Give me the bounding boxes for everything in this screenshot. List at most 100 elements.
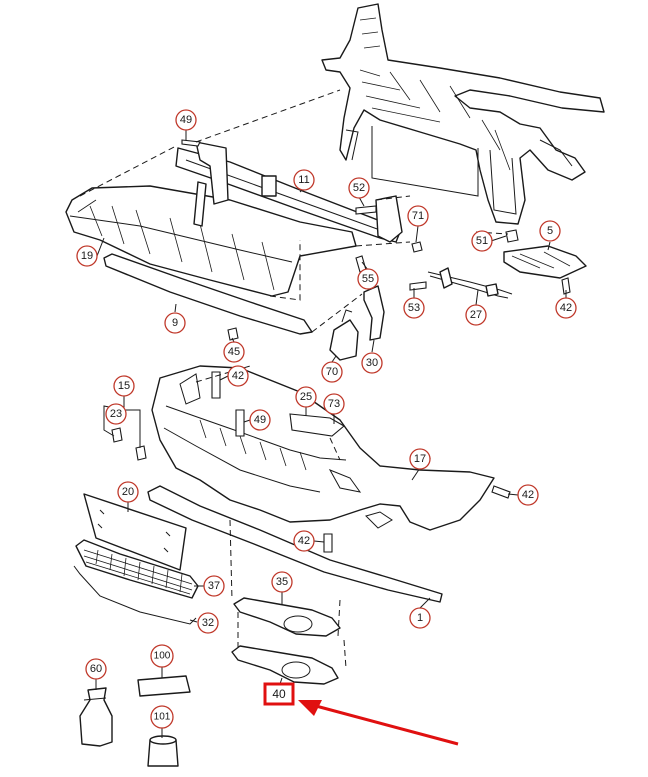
callout-c55: 55 [357,268,379,290]
callout-circle [113,375,135,397]
callout-circle [150,705,174,729]
callout-c71: 71 [407,205,429,227]
callout-number: 32 [202,617,214,629]
callout-number: 70 [326,366,338,378]
callout-c49b: 49 [249,409,271,431]
callout-c1: 1 [409,607,431,629]
bracket-assembly [503,245,587,279]
callout-circle [164,312,186,334]
arrow-shaft [315,704,459,746]
callout-circle [85,658,107,680]
callout-circle [361,352,383,374]
callout-c101: 101 [150,705,174,729]
callout-number: 1 [417,612,423,624]
callout-circle [105,403,127,425]
callout-c20: 20 [117,481,139,503]
callout-circle [323,393,345,415]
callout-circle [409,607,431,629]
callout-c9: 9 [164,312,186,334]
accessory-bag [79,687,113,747]
callout-circle [517,484,539,506]
front-carrier [321,3,605,225]
callout-c35: 35 [271,571,293,593]
callout-c42d: 42 [293,530,315,552]
callout-circle [197,612,219,634]
callout-c25: 25 [295,386,317,408]
callout-circle [271,571,293,593]
callout-c42c: 42 [517,484,539,506]
callout-circle [465,304,487,326]
callout-circle [407,205,429,227]
callout-c42a: 42 [555,297,577,319]
callout-circle [403,297,425,319]
callout-circle [295,386,317,408]
license-plate-holder [83,493,187,571]
callout-number: 42 [522,489,534,501]
callout-number: 37 [208,580,220,592]
highlighted-callout: 40 [263,682,295,706]
callout-circle [321,361,343,383]
grille-insert-upper [233,597,341,637]
callout-c70: 70 [321,361,343,383]
callout-number: 42 [232,370,244,382]
callout-c37: 37 [203,575,225,597]
highlight-box [263,682,295,706]
callout-circle [76,245,98,267]
callout-number: 5 [547,225,553,237]
wiring-harness [427,267,513,299]
callout-c19: 19 [76,245,98,267]
arrow-head [298,700,322,716]
callout-number: 55 [362,273,374,285]
callout-c23: 23 [105,403,127,425]
callout-number: 52 [353,182,365,194]
callout-circle [348,177,370,199]
callout-circle [471,230,493,252]
bumper-reinforcement [65,185,357,297]
callout-c45: 45 [223,341,245,363]
callout-c51: 51 [471,230,493,252]
callout-circle [223,341,245,363]
callout-number: 19 [81,250,93,262]
callout-number: 71 [412,210,424,222]
callout-c27: 27 [465,304,487,326]
callout-number: 42 [298,535,310,547]
callout-circle [357,268,379,290]
callout-circle [539,220,561,242]
callout-c30: 30 [361,352,383,374]
callout-c73: 73 [323,393,345,415]
callout-number: 17 [414,453,426,465]
callout-number: 45 [228,346,240,358]
callout-number: 27 [470,309,482,321]
callout-circle [293,530,315,552]
callout-number: 60 [90,663,102,675]
callout-c49a: 49 [175,109,197,131]
callout-c17: 17 [409,448,431,470]
callout-number: 49 [254,414,266,426]
callout-number: 42 [560,302,572,314]
callout-number: 100 [154,651,171,662]
callout-number: 11 [298,174,309,186]
accessory-plate [137,675,191,697]
highlight-arrow [298,700,459,746]
side-brackets [329,195,403,361]
callout-circle [227,365,249,387]
callout-circle [249,409,271,431]
callout-circle [117,481,139,503]
highlighted-part-number: 40 [272,687,286,701]
callout-circle [409,448,431,470]
callout-c52: 52 [348,177,370,199]
callout-number: 9 [172,317,178,329]
callout-circle [150,644,174,668]
callout-c42b: 42 [227,365,249,387]
bumper-cover [151,365,495,531]
accessory-cap [147,735,179,767]
trim-strip [147,485,443,603]
callout-number: 23 [110,408,122,420]
callout-c100: 100 [150,644,174,668]
callout-number: 25 [300,391,312,403]
grille-insert-lower [231,645,339,685]
callout-number: 49 [180,114,192,126]
assembly-lines [79,89,509,669]
